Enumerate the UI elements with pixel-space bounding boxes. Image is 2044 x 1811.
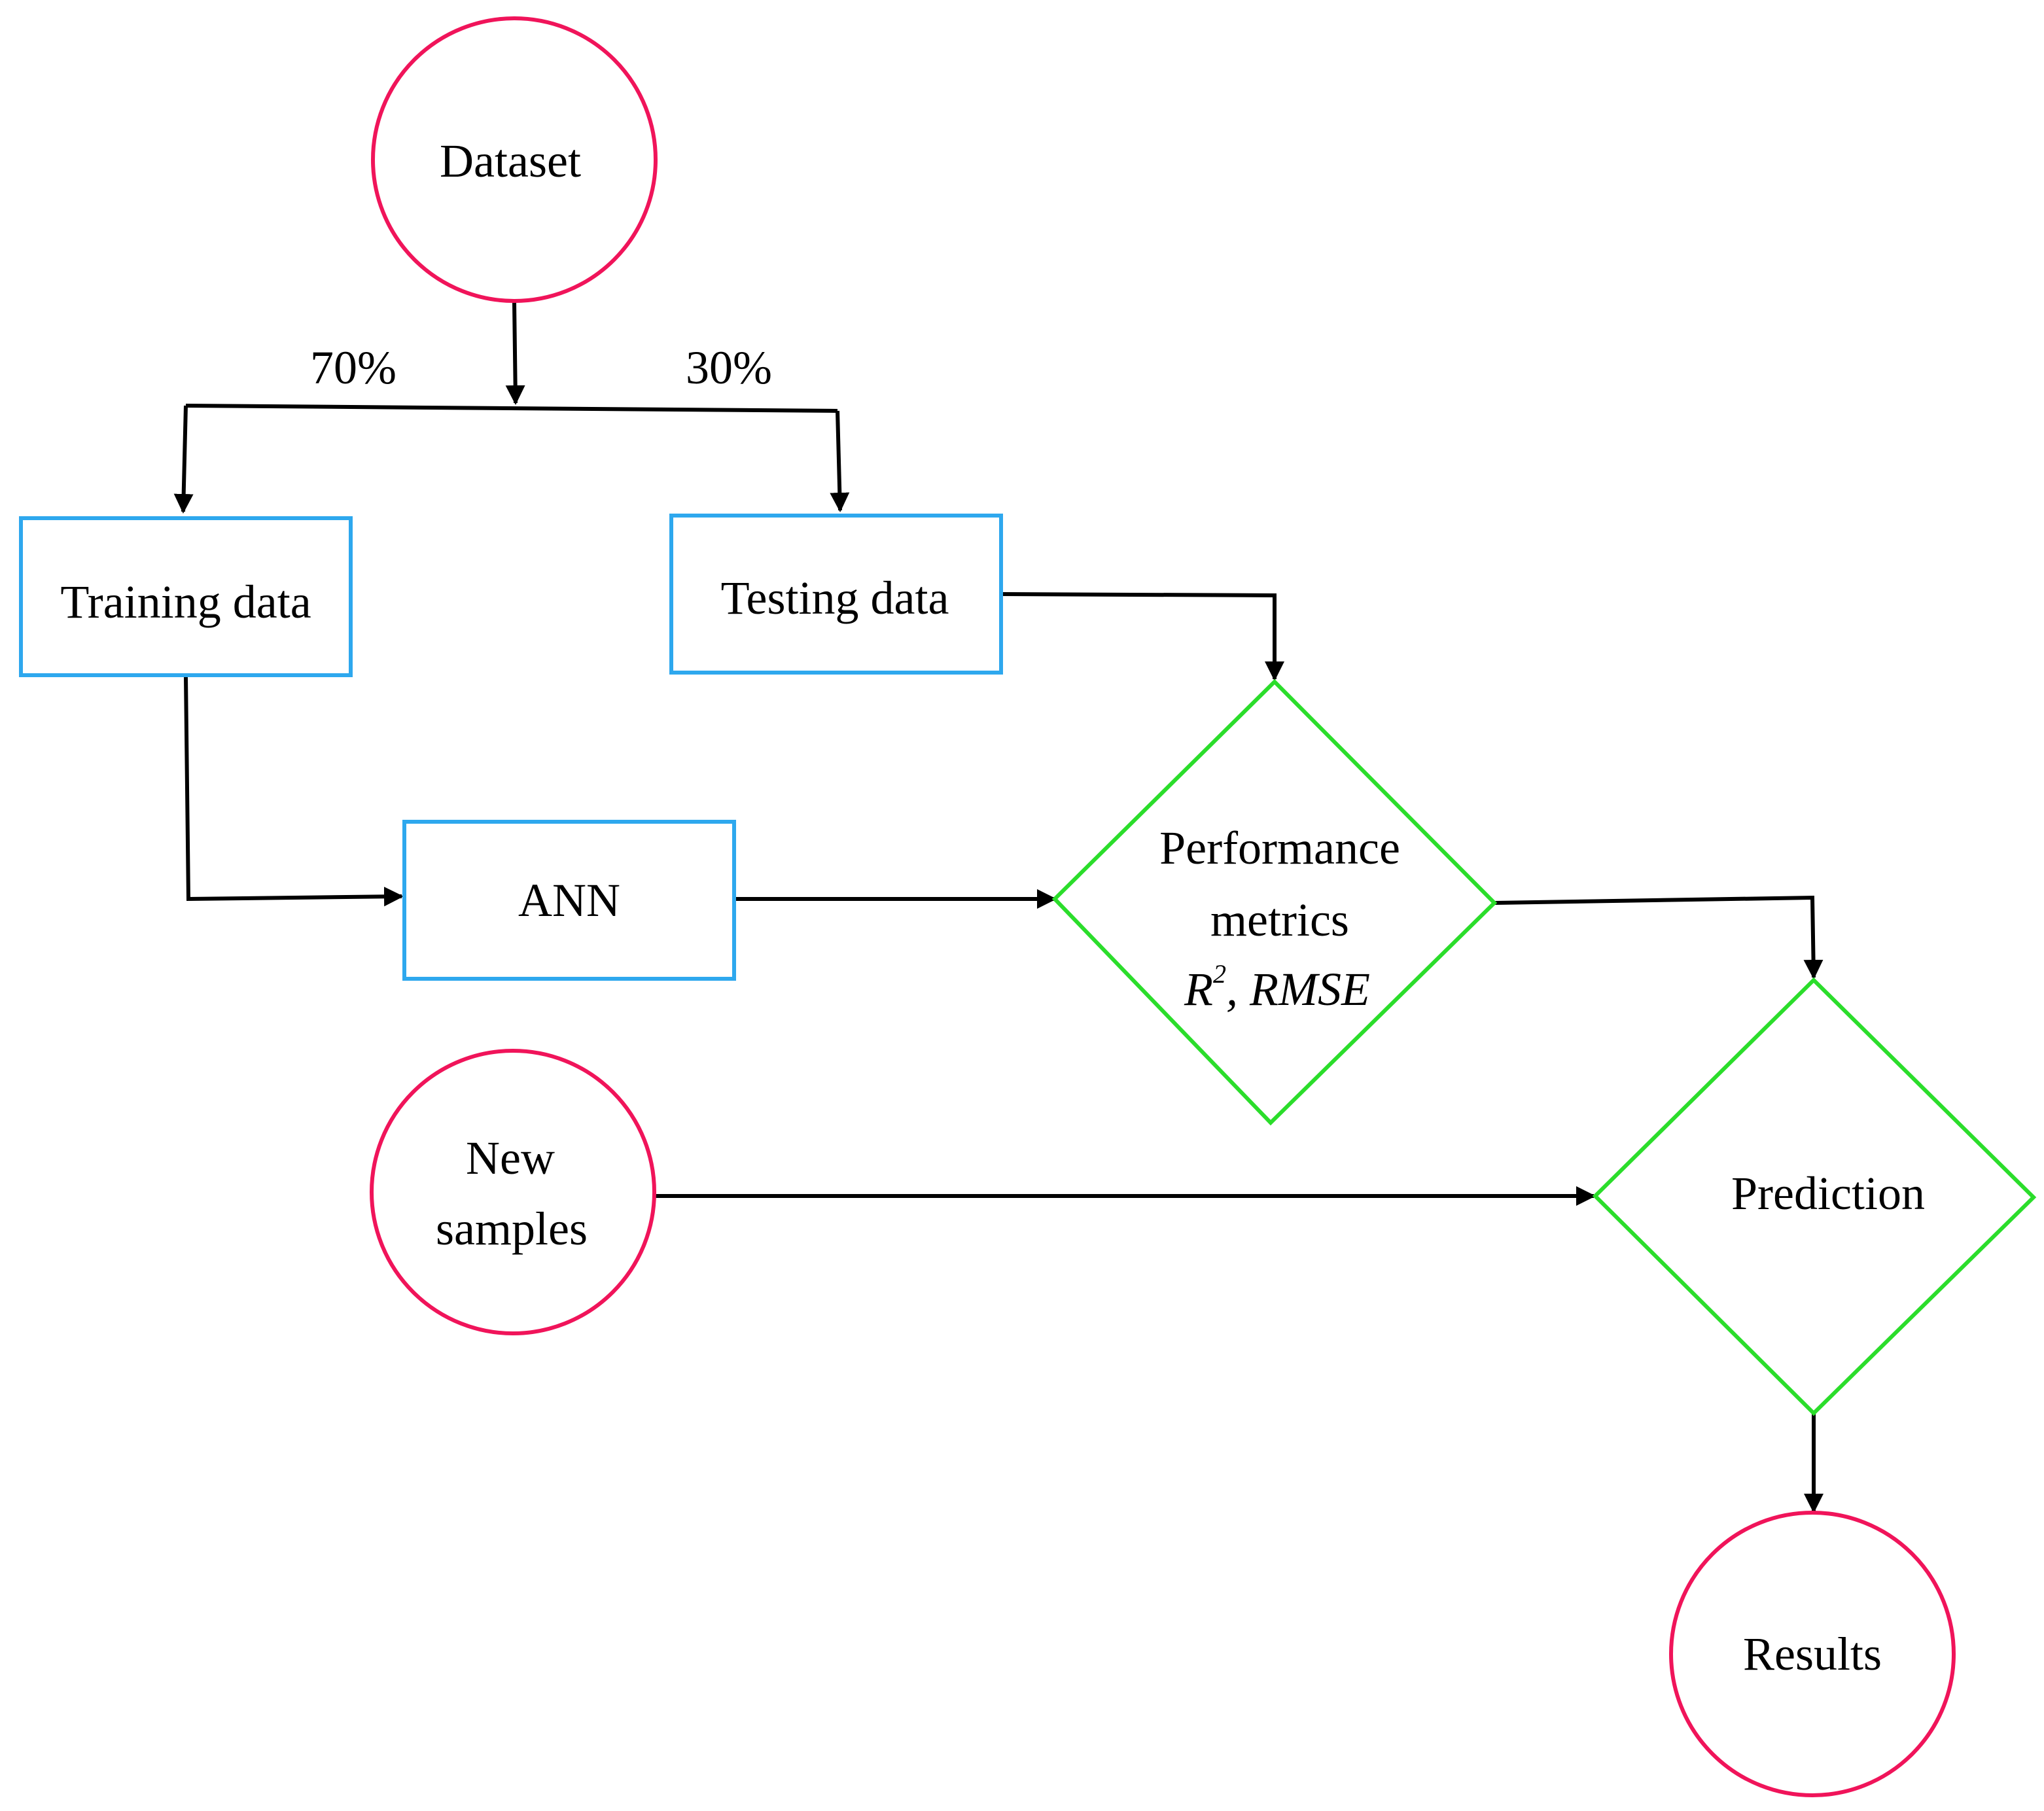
ann-node: ANN bbox=[402, 820, 736, 981]
new-samples-label-line1: New bbox=[466, 1132, 555, 1184]
split-bar bbox=[185, 404, 838, 413]
new-samples-label-line2: samples bbox=[436, 1203, 588, 1255]
training-to-ann-arrow bbox=[184, 676, 404, 907]
split-to-training-arrow bbox=[173, 405, 194, 514]
dataset-node: Dataset bbox=[371, 16, 658, 303]
r-symbol: R bbox=[1184, 963, 1213, 1015]
results-node: Results bbox=[1669, 1511, 1956, 1797]
testing-data-label: Testing data bbox=[721, 572, 949, 624]
training-data-label: Training data bbox=[60, 576, 311, 628]
new-samples-node: New samples bbox=[370, 1049, 656, 1335]
prediction-node: Prediction bbox=[1592, 977, 2037, 1416]
results-label: Results bbox=[1743, 1628, 1882, 1680]
rmse-label: , RMSE bbox=[1226, 963, 1370, 1015]
dataset-label: Dataset bbox=[440, 135, 581, 187]
dataset-to-split-arrow bbox=[505, 302, 525, 405]
train-percent-label: 70% bbox=[310, 342, 396, 394]
performance-metrics-formula: R2, RMSE bbox=[1184, 959, 1370, 1015]
performance-label-line2: metrics bbox=[1210, 894, 1349, 946]
training-data-node: Training data bbox=[19, 516, 353, 677]
prediction-label: Prediction bbox=[1731, 1167, 1925, 1220]
r-superscript: 2 bbox=[1213, 959, 1226, 989]
split-to-testing-arrow bbox=[830, 410, 850, 512]
testing-data-node: Testing data bbox=[669, 514, 1003, 675]
performance-metrics-node: Performance metrics R2, RMSE bbox=[1051, 678, 1498, 1126]
test-percent-label: 30% bbox=[686, 342, 772, 394]
ann-label: ANN bbox=[518, 874, 620, 926]
performance-to-prediction-arrow bbox=[1494, 895, 1824, 979]
testing-to-performance-arrow bbox=[1000, 592, 1284, 681]
performance-label-line1: Performance bbox=[1159, 822, 1400, 874]
